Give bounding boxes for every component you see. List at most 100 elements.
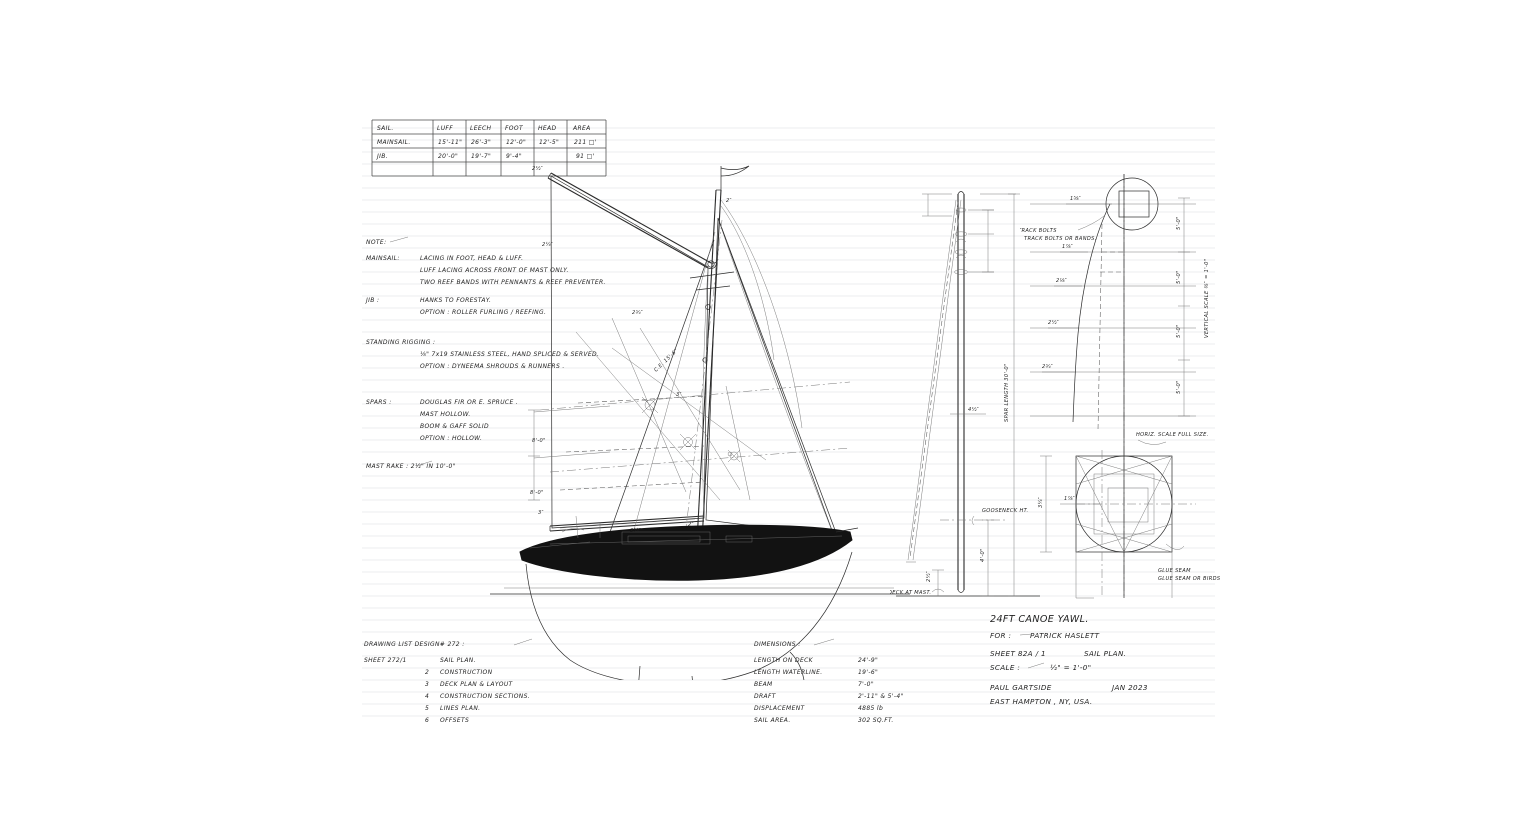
client-label: FOR : — [990, 631, 1011, 640]
horizontal-scale-label: HORIZ. SCALE FULL SIZE. — [1136, 432, 1209, 438]
reef-band-1 — [565, 445, 705, 453]
dimension-label: DISPLACEMENT — [754, 705, 806, 712]
notes-title: NOTE: — [366, 239, 386, 246]
deck-at-mast-label: DECK AT MAST. — [890, 590, 931, 596]
mainsail-outline — [550, 175, 709, 529]
section-note-line2: GLUE SEAM OR BIRDSMOUTH. — [1158, 576, 1220, 582]
dimension-value: 2'-11" & 5'-4" — [858, 693, 904, 700]
note-line: BOOM & GAFF SOLID — [420, 423, 489, 430]
station-spacing: 5'-0" — [1176, 324, 1182, 338]
rake-dim: 2½″ — [925, 571, 932, 582]
design-title: 24FT CANOE YAWL. — [990, 614, 1089, 625]
table-cell: 91 □' — [576, 153, 595, 160]
dimension-value: 4885 lb — [858, 705, 883, 712]
table-header-luff: LUFF — [437, 125, 453, 132]
designer-location: EAST HAMPTON , NY, USA. — [990, 697, 1092, 706]
note-line: OPTION : ROLLER FURLING / REEFING. — [420, 309, 546, 316]
note-line: LUFF LACING ACROSS FRONT OF MAST ONLY. — [420, 267, 569, 274]
list-item: CONSTRUCTION — [440, 669, 493, 676]
dimension-value: 302 SQ.FT. — [858, 717, 894, 724]
list-item-number: 3 — [425, 681, 429, 688]
callout-throat: 2¾″ — [632, 310, 643, 316]
mast-raked-ghost — [906, 199, 962, 563]
gooseneck-dim: 4'-0" — [980, 548, 986, 562]
drawing-list-block: DRAWING LIST DESIGN# 272 : SHEET 272/1 S… — [364, 638, 533, 724]
mast-upright — [954, 191, 968, 593]
station-spacing: 5'-0" — [1176, 380, 1182, 394]
table-header-head: HEAD — [538, 125, 556, 132]
table-cell: 19'-7" — [471, 153, 491, 160]
gooseneck-dimension — [940, 515, 1008, 597]
callout-gaff-jaw: 2¼″ — [542, 242, 553, 248]
track-note-line1: TRACK BOLTS — [1020, 228, 1057, 234]
table-header-leech: LEECH — [470, 125, 492, 132]
station-dimension-chain — [1178, 197, 1190, 417]
dimension-label: LENGTH WATERLINE. — [754, 669, 823, 676]
list-item: CONSTRUCTION SECTIONS. — [440, 693, 530, 700]
scale-value: ½" = 1'-0" — [1050, 663, 1091, 672]
callout-tack: 3″ — [538, 510, 544, 516]
sheet-number: SHEET 82A / 1 — [990, 649, 1046, 658]
dimension-value: 19'-6" — [858, 669, 878, 676]
dimensions-title: DIMENSIONS : — [754, 641, 801, 648]
mast-taper-detail: 1⅝″ 1⅞″ 2⅛″ 2½″ 2¾″ 5'-0" 5'-0" 5'-0" 5'… — [1020, 174, 1220, 599]
dimension-label: LENGTH ON DECK — [754, 657, 814, 664]
table-cell: 15'-11" — [438, 139, 462, 146]
note-line: DOUGLAS FIR OR E. SPRUCE . — [420, 399, 518, 406]
section-note-line1: GLUE SEAM — [1158, 568, 1191, 574]
drawing-date: JAN 2023 — [1110, 683, 1148, 692]
note-line: LACING IN FOOT, HEAD & LUFF. — [420, 255, 523, 262]
ce-marker-main — [641, 396, 659, 414]
mast-fittings — [689, 260, 735, 363]
list-item-number: 2 — [425, 669, 429, 676]
list-item: OFFSETS — [440, 717, 469, 724]
dimension-value: 24'-9" — [858, 657, 878, 664]
shroud-port — [609, 239, 715, 533]
luff-dimension-chain — [528, 405, 611, 501]
section-dim-v: 3¼″ — [1038, 497, 1044, 508]
callout-ce-dim: C.E. 15'-6" — [653, 348, 679, 374]
note-line: MAST HOLLOW. — [420, 411, 471, 418]
station-spacing: 5'-0" — [1176, 216, 1182, 230]
note-label-jib: JIB : — [365, 297, 379, 304]
diameter-label: 1⅞″ — [1062, 244, 1073, 250]
masthead-dimension — [922, 193, 952, 217]
jib-outline — [705, 217, 835, 537]
dimension-value: 7'-0" — [858, 681, 874, 688]
note-label-spars: SPARS : — [366, 399, 392, 406]
spar-length-dimension — [980, 193, 1020, 597]
diameter-label: 2⅛″ — [1056, 278, 1067, 284]
hull — [519, 515, 859, 680]
client-name: PATRICK HASLETT — [1030, 631, 1100, 640]
notes-block: NOTE: MAINSAIL: LACING IN FOOT, HEAD & L… — [365, 236, 606, 470]
list-item-number: 4 — [425, 693, 429, 700]
drawing-list-sheet-prefix: SHEET 272/1 — [364, 657, 407, 664]
table-row: JIB. — [376, 153, 388, 160]
table-header-foot: FOOT — [505, 125, 524, 132]
note-line: OPTION : DYNEEMA SHROUDS & RUNNERS . — [420, 363, 565, 370]
vertical-scale-label: VERTICAL SCALE ⅜″ = 1'-0" — [1204, 259, 1210, 338]
mast-elevation-detail: SPAR LENGTH 30'-0" 4½″ GOOSENECK HT. 4'-… — [890, 191, 1040, 597]
forestay — [717, 217, 839, 539]
list-item-number: 6 — [425, 717, 429, 724]
diameter-label: 1⅝″ — [1070, 196, 1081, 202]
callout-boom-end: 2″ — [688, 522, 694, 528]
note-line: TWO REEF BANDS WITH PENNANTS & REEF PREV… — [420, 279, 606, 286]
callout-mast-partners: 3″ — [676, 392, 682, 398]
table-cell: 12'-5" — [539, 139, 559, 146]
note-label-rigging: STANDING RIGGING : — [366, 339, 435, 346]
scale-label: SCALE : — [990, 663, 1020, 672]
diameter-label: 2½″ — [1048, 319, 1059, 326]
mid-diameter-label: 4½″ — [968, 406, 979, 413]
callout-boom-mid: 2¼″ — [630, 528, 641, 534]
note-label-mainsail: MAINSAIL: — [366, 255, 400, 262]
callout-luff-upper: 8'-0" — [532, 438, 546, 444]
note-line: ⅛" 7x19 STAINLESS STEEL, HAND SPLICED & … — [420, 351, 599, 358]
table-row: MAINSAIL. — [377, 139, 411, 146]
sail-dimension-table: SAIL. LUFF LEECH FOOT HEAD AREA MAINSAIL… — [371, 119, 607, 177]
table-cell: 12'-0" — [506, 139, 526, 146]
track-note-line2: TRACK BOLTS OR BANDS. — [1024, 236, 1097, 242]
gaff — [547, 172, 719, 269]
note-line: HANKS TO FORESTAY. — [420, 297, 491, 304]
burgee — [720, 165, 750, 190]
